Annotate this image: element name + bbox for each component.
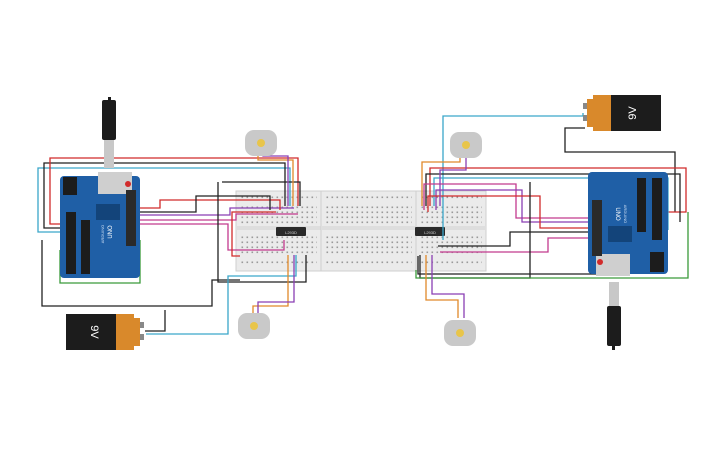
arduino-uno-left[interactable]: UNO ARDUINO (60, 97, 140, 278)
motor-driver-chip-right[interactable]: L293D (415, 227, 445, 236)
dc-motor-bottom-left[interactable] (238, 313, 270, 339)
breadboard-center[interactable] (320, 190, 417, 272)
arduino-uno-right[interactable]: UNO ARDUINO (588, 172, 668, 350)
svg-text:UNO: UNO (108, 225, 114, 239)
svg-text:ARDUINO: ARDUINO (623, 205, 628, 223)
breadboard-left[interactable] (235, 190, 322, 272)
dc-motor-top-left[interactable] (245, 130, 277, 156)
battery-9v-right[interactable]: 9V (583, 95, 661, 131)
dc-motor-bottom-right[interactable] (444, 320, 476, 346)
battery-9v-left[interactable]: 9V (66, 314, 144, 350)
svg-text:L293D: L293D (424, 230, 436, 235)
motor-driver-chip-left[interactable]: L293D (276, 227, 306, 236)
svg-text:ARDUINO: ARDUINO (100, 225, 105, 243)
battery-left-label: 9V (88, 325, 100, 339)
battery-right-label: 9V (627, 106, 639, 120)
svg-text:UNO: UNO (614, 207, 620, 221)
dc-motor-top-right[interactable] (450, 132, 482, 158)
svg-text:L293D: L293D (285, 230, 297, 235)
